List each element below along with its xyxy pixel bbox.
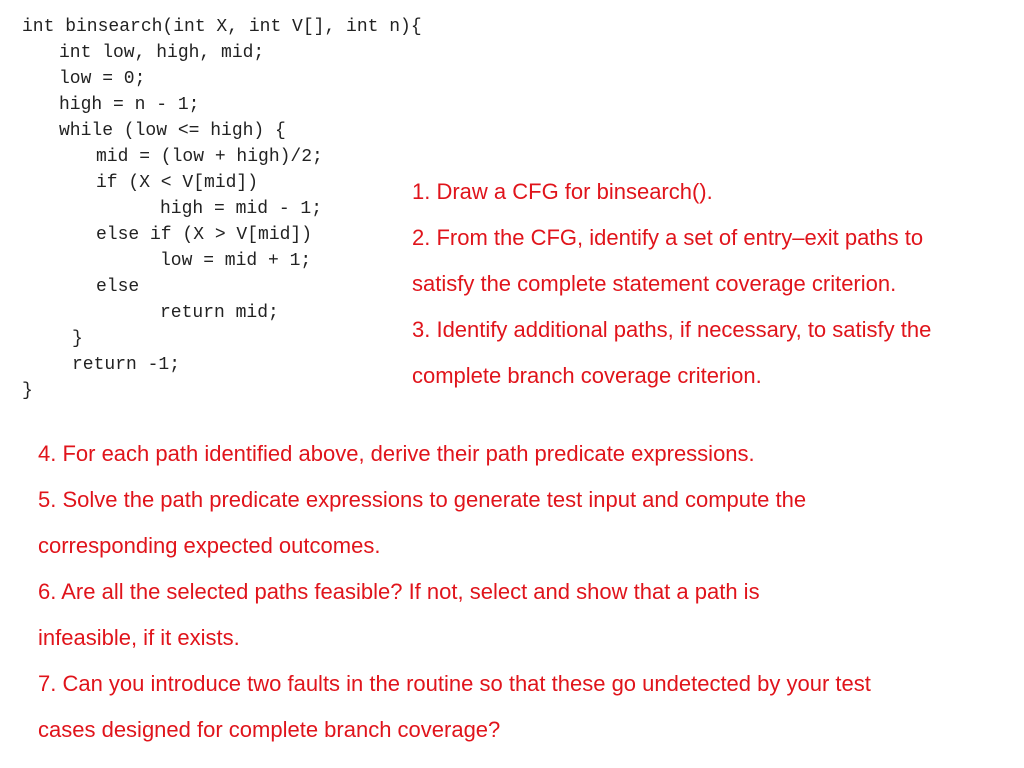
question-2-line-2: satisfy the complete statement coverage … xyxy=(412,271,897,296)
code-line-low-init: low = 0; xyxy=(59,69,146,89)
question-5-line-2: corresponding expected outcomes. xyxy=(38,533,381,558)
code-line-else: else xyxy=(96,277,140,297)
question-2-line-1: 2. From the CFG, identify a set of entry… xyxy=(412,225,924,250)
question-5-line-1: 5. Solve the path predicate expressions … xyxy=(38,487,807,512)
question-4: 4. For each path identified above, deriv… xyxy=(38,441,755,466)
question-6-line-1: 6. Are all the selected paths feasible? … xyxy=(38,579,760,604)
code-line-return-fail: return -1; xyxy=(72,355,181,375)
code-line-else-if: else if (X > V[mid]) xyxy=(96,225,313,245)
code-line-high-init: high = n - 1; xyxy=(59,95,200,115)
question-3-line-2: complete branch coverage criterion. xyxy=(412,363,762,388)
code-line-while: while (low <= high) { xyxy=(59,121,286,141)
code-line-return-mid: return mid; xyxy=(160,303,279,323)
code-line-function-close: } xyxy=(22,381,33,401)
code-line-mid-calc: mid = (low + high)/2; xyxy=(96,147,323,167)
code-line-declarations: int low, high, mid; xyxy=(59,43,265,63)
code-line-low-update: low = mid + 1; xyxy=(160,251,312,271)
code-line-if: if (X < V[mid]) xyxy=(96,173,259,193)
question-6-line-2: infeasible, if it exists. xyxy=(38,625,240,650)
code-listing: int binsearch(int X, int V[], int n){ in… xyxy=(0,0,422,410)
question-7-line-1: 7. Can you introduce two faults in the r… xyxy=(38,671,871,696)
question-3-line-1: 3. Identify additional paths, if necessa… xyxy=(412,317,932,342)
code-line-while-close: } xyxy=(72,329,83,349)
code-line-high-update: high = mid - 1; xyxy=(160,199,323,219)
code-line-signature: int binsearch(int X, int V[], int n){ xyxy=(22,17,422,37)
question-1: 1. Draw a CFG for binsearch(). xyxy=(412,179,713,204)
question-7-line-2: cases designed for complete branch cover… xyxy=(38,717,501,742)
